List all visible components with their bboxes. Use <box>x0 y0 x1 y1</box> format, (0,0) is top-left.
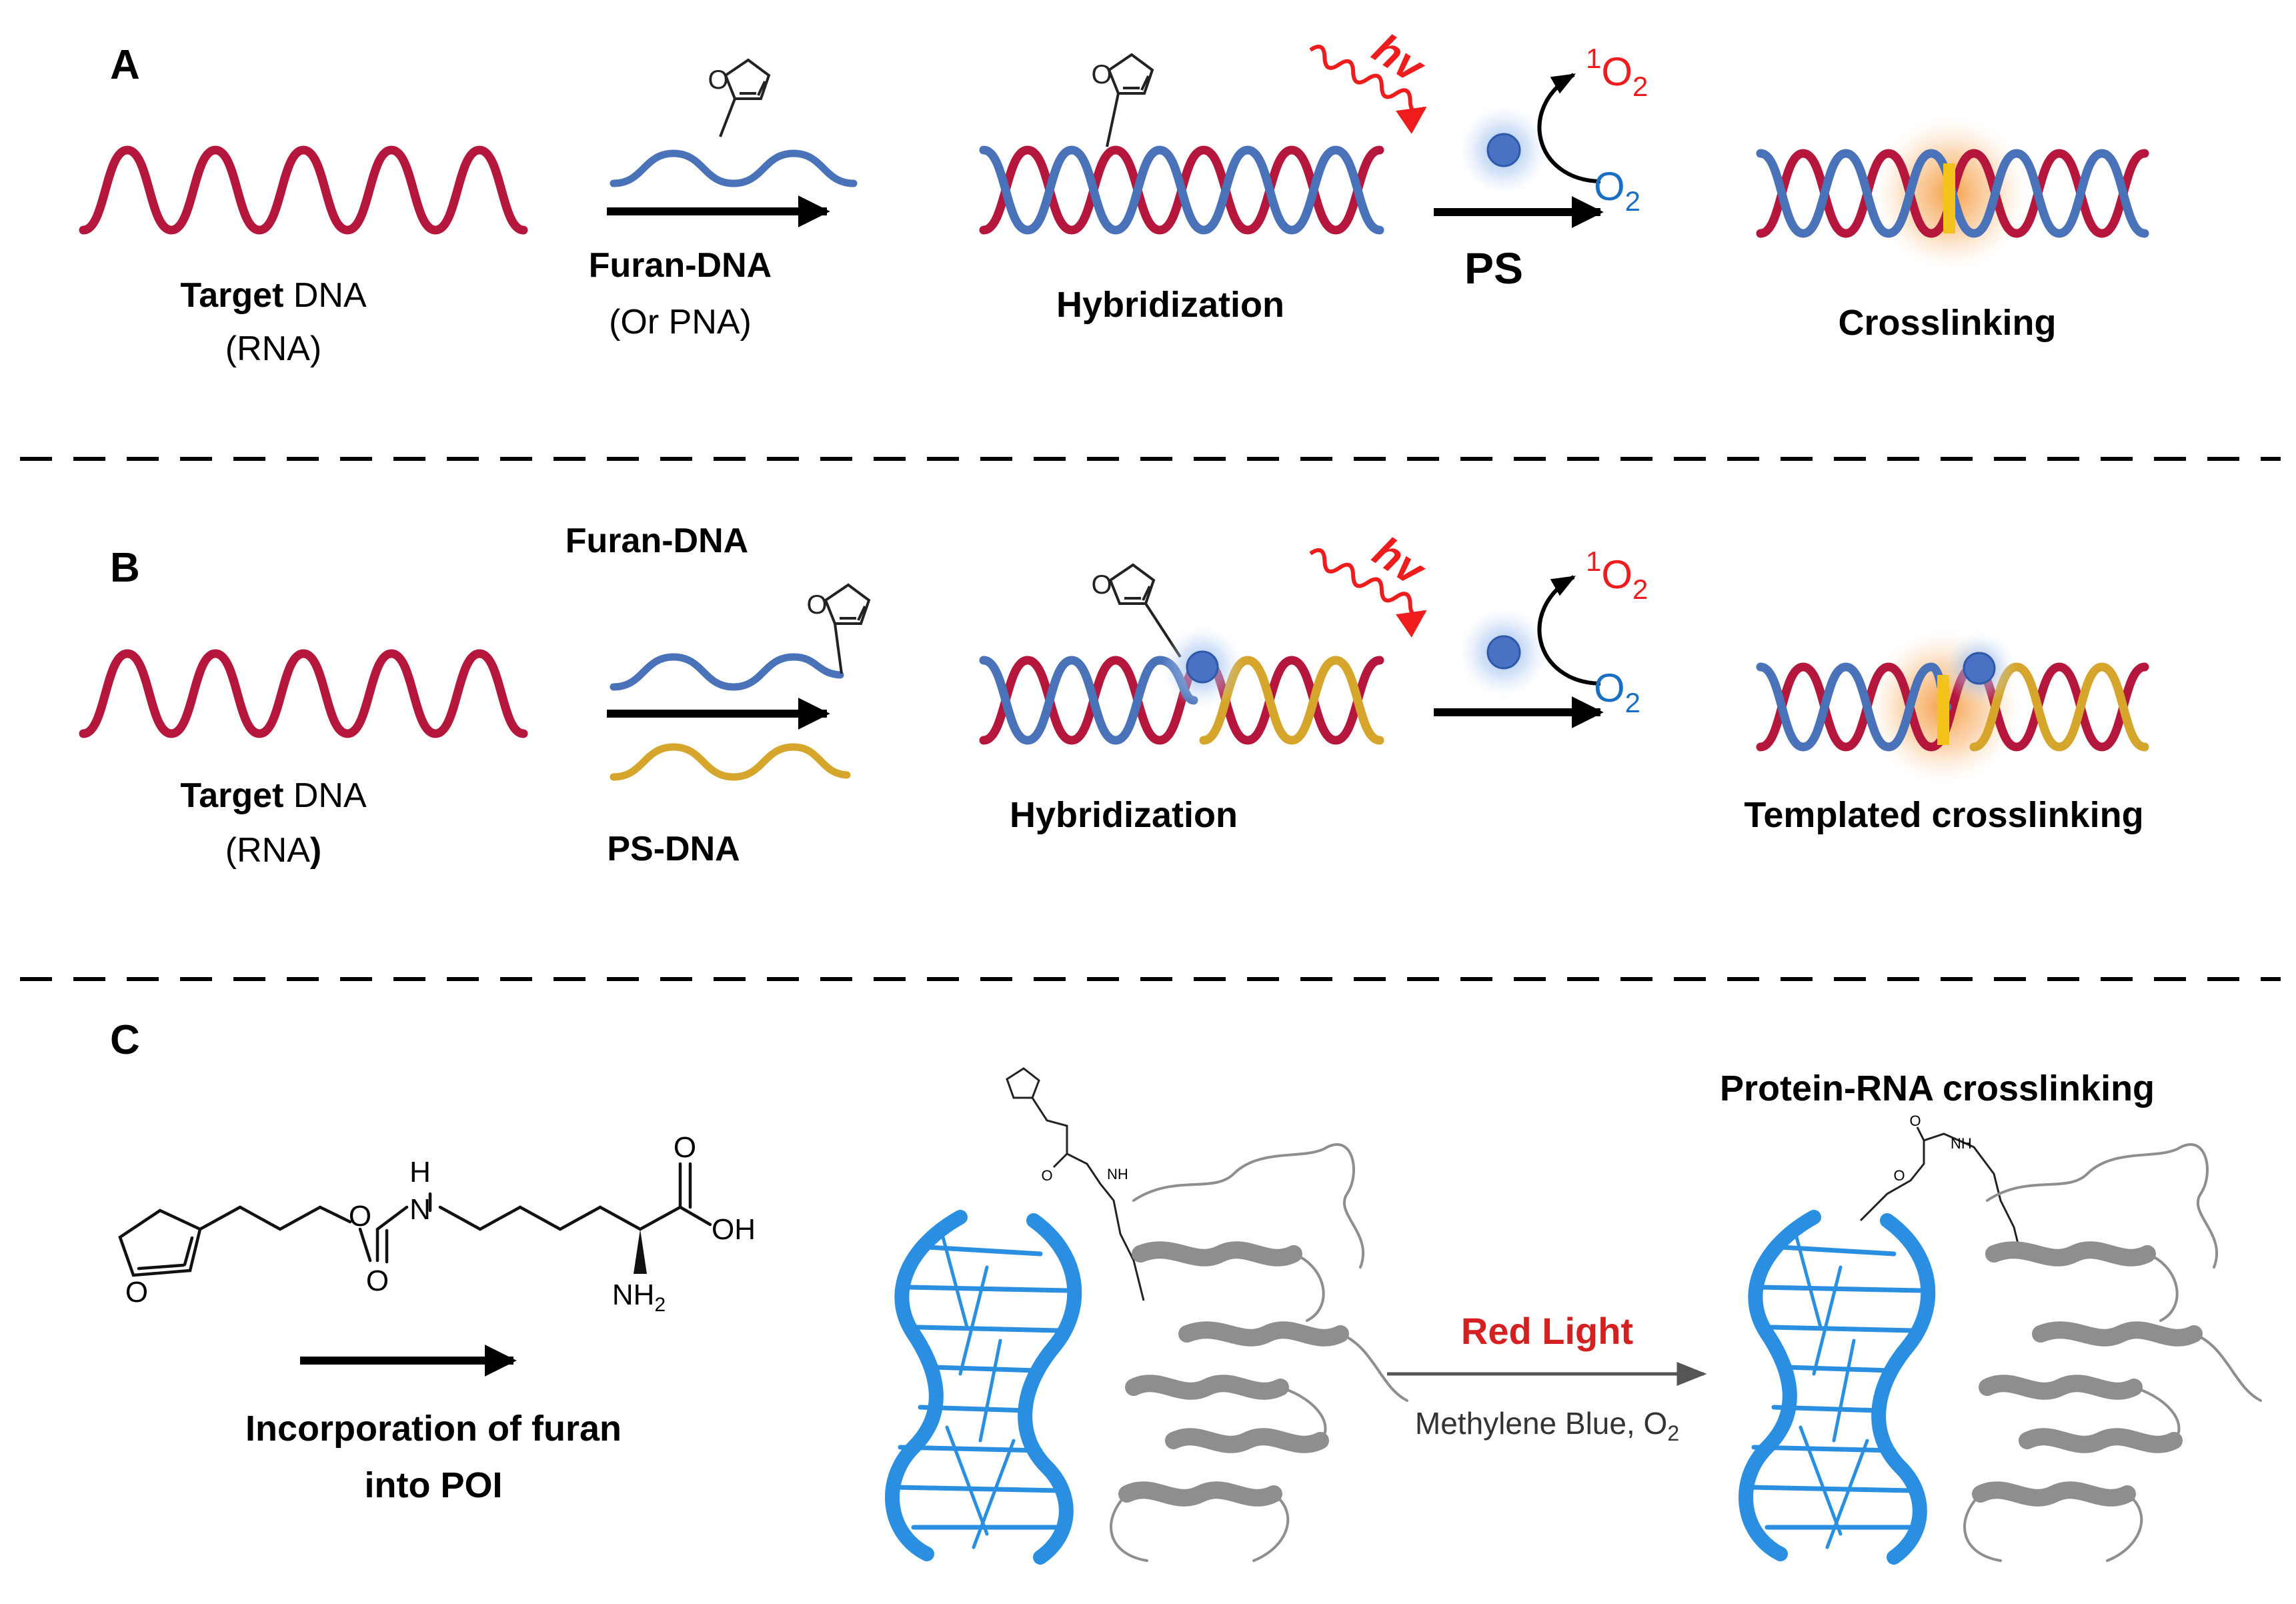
linker-nh-right: NH <box>1951 1135 1972 1152</box>
linker-nh-left: NH <box>1107 1166 1128 1182</box>
crosslinking-label-a: Crosslinking <box>1838 303 2056 343</box>
hybridization-label-b: Hybridization <box>1010 795 1238 835</box>
target-strand-b <box>79 649 528 738</box>
protein-rna-crosslinking-title: Protein-RNA crosslinking <box>1720 1068 2155 1108</box>
furan-ring-o-b: O <box>806 590 827 620</box>
target-label-b: Target DNA <box>180 776 367 815</box>
panel-c-letter: C <box>110 1017 140 1063</box>
caption-line-2: into POI <box>365 1465 503 1505</box>
templated-crosslinking-label: Templated crosslinking <box>1744 795 2143 835</box>
panel-b-letter: B <box>110 545 140 591</box>
linker-o-right-top: O <box>1909 1112 1921 1129</box>
stereo-wedge <box>634 1229 647 1274</box>
target-sub-label-b: (RNA) <box>225 831 321 870</box>
reagent-label-c: Methylene Blue, O2 <box>1415 1406 1679 1445</box>
target-strand-a <box>79 145 528 235</box>
light-label-a: hv <box>1364 24 1434 93</box>
atom-o-carbonyl: O <box>366 1265 389 1297</box>
furan-icon <box>719 58 771 137</box>
reagent-label-a: Furan-DNA <box>589 246 772 285</box>
ps-dna-label-b: PS-DNA <box>607 830 740 868</box>
linker-o-right: O <box>1893 1167 1905 1184</box>
crosslink-bar-b <box>1937 675 1949 745</box>
caption-line-1: Incorporation of furan <box>245 1409 622 1449</box>
rna-model-right <box>1739 1210 1936 1565</box>
ps-label-a: PS <box>1464 243 1523 293</box>
atom-n: N <box>409 1193 431 1226</box>
atom-o-ether: O <box>349 1200 371 1233</box>
ps-dot-b <box>1486 635 1521 670</box>
light-label-b: hv <box>1365 527 1435 596</box>
furan-ring-o: O <box>708 65 728 95</box>
atom-nh2: NH2 <box>612 1279 666 1316</box>
panel-a: A Target DNA (RNA) O Furan-DNA (Or PNA) … <box>79 24 2149 368</box>
singlet-oxygen-label-b: 1O2 <box>1586 546 1648 605</box>
furan-dna-label-b: Furan-DNA <box>565 522 748 560</box>
oxygen-cycle-arrow-a <box>1537 73 1601 183</box>
furan-icon-b <box>824 583 871 674</box>
furan-icon-duplex-a <box>1106 53 1154 147</box>
duplex-a <box>979 145 1384 235</box>
reagent-alt-label-a: (Or PNA) <box>609 303 752 341</box>
ps-dna-strand-b <box>610 743 851 781</box>
furan-probe-strand-b <box>610 653 844 691</box>
protein-model-left <box>1110 1143 1408 1562</box>
rna-model-left <box>885 1210 1082 1565</box>
atom-h: H <box>409 1156 431 1188</box>
target-label-a: Target DNA <box>180 276 367 315</box>
atom-oh: OH <box>712 1213 756 1246</box>
light-wave-a <box>1309 44 1427 134</box>
linker-left <box>1006 1067 1145 1301</box>
atom-acid-o: O <box>674 1131 696 1164</box>
ps-dot-duplex-b <box>1186 650 1219 684</box>
target-sub-label-a: (RNA) <box>225 329 321 368</box>
ps-dot-a <box>1486 133 1521 167</box>
oxygen-label-b: O2 <box>1594 666 1640 718</box>
light-wave-b <box>1309 548 1427 638</box>
ps-dot-product-b <box>1963 652 1996 685</box>
furan-ring-o-duplex: O <box>1091 60 1112 89</box>
protein-model-right <box>1963 1143 2262 1562</box>
panel-b: B Furan-DNA Target DNA (RNA) O PS-DNA O <box>79 522 2149 870</box>
crosslink-bar-a <box>1943 163 1955 233</box>
panel-c: C O O O H N O OH NH2 Incorporation of f <box>110 1017 2262 1565</box>
oxygen-cycle-arrow-b <box>1537 575 1601 686</box>
hybridization-label-a: Hybridization <box>1056 285 1284 325</box>
linker-right <box>1859 1126 2022 1255</box>
oxygen-label-a: O2 <box>1594 164 1640 217</box>
atom-o-ring: O <box>125 1276 148 1309</box>
furan-ring-o-duplex-b: O <box>1091 570 1112 600</box>
red-light-label: Red Light <box>1461 1310 1633 1352</box>
panel-a-letter: A <box>110 42 140 88</box>
furan-probe-strand-a <box>610 149 858 187</box>
singlet-oxygen-label-a: 1O2 <box>1586 43 1648 102</box>
linker-o-left: O <box>1041 1167 1052 1184</box>
furan-amino-acid-structure <box>118 1162 712 1277</box>
